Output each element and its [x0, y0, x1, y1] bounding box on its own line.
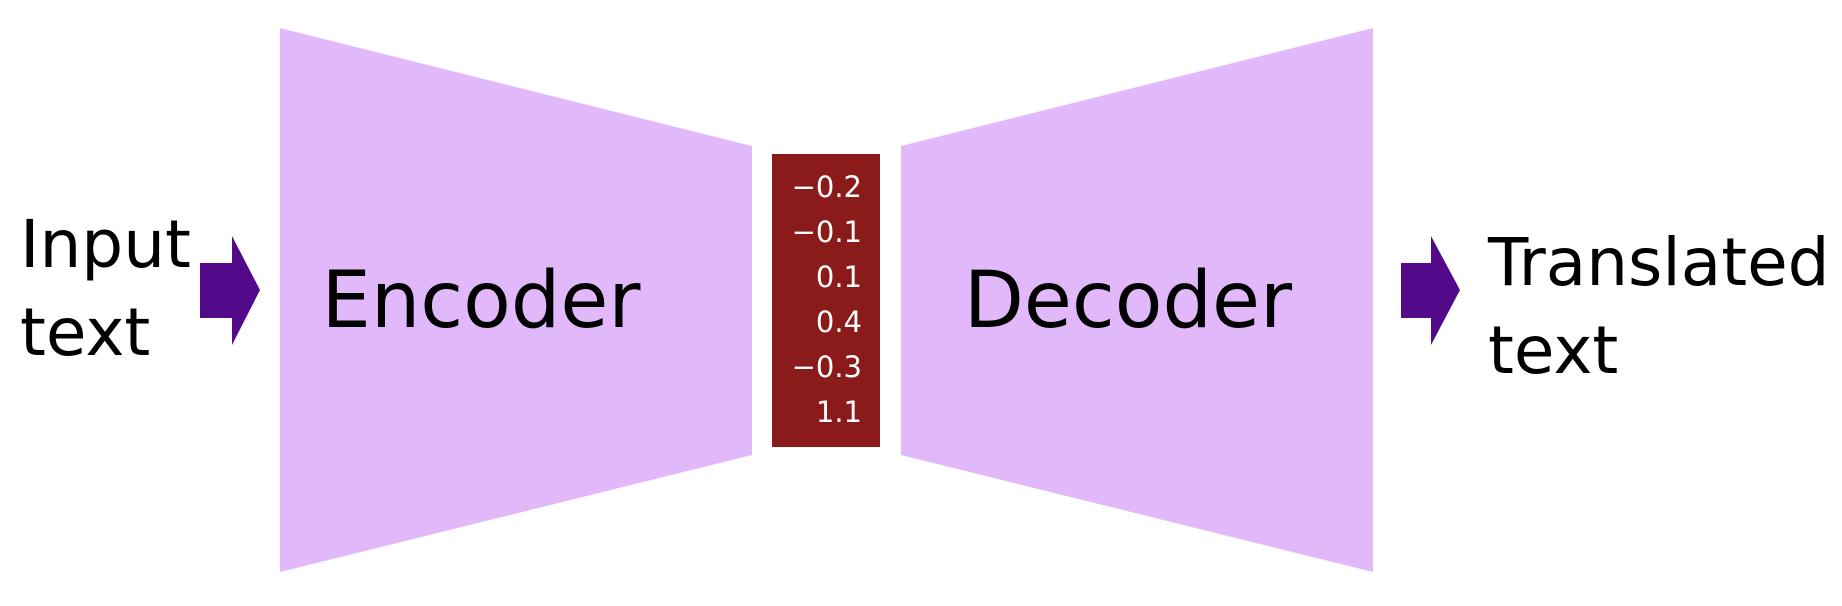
- input-arrow-icon: [200, 236, 260, 345]
- latent-value: −0.3: [791, 350, 862, 384]
- output-label-line2: text: [1488, 312, 1619, 389]
- output-arrow-icon: [1401, 236, 1460, 345]
- latent-value: 0.1: [815, 260, 862, 294]
- decoder-label: Decoder: [963, 256, 1293, 346]
- latent-value: 0.4: [815, 305, 862, 339]
- encoder-block: [280, 28, 752, 572]
- input-label-line2: text: [20, 294, 151, 371]
- encoder-label: Encoder: [321, 256, 641, 346]
- latent-value: −0.1: [791, 215, 862, 249]
- latent-vector: −0.2 −0.1 0.1 0.4 −0.3 1.1: [772, 154, 880, 447]
- latent-value: −0.2: [791, 170, 862, 204]
- output-label-line1: Translated: [1488, 224, 1830, 301]
- translated-text-label: Translated text: [1488, 219, 1830, 395]
- latent-value: 1.1: [815, 395, 862, 429]
- decoder-block: [901, 28, 1373, 572]
- input-label-line1: Input: [20, 206, 191, 283]
- input-text-label: Input text: [20, 201, 191, 377]
